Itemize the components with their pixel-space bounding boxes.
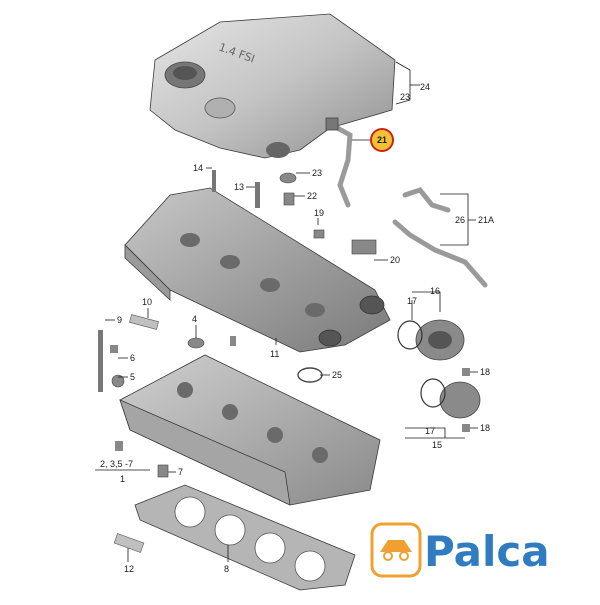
callout-25: 25 bbox=[332, 370, 342, 380]
callout-17-upper: 17 bbox=[407, 296, 417, 306]
callout-5: 5 bbox=[130, 372, 135, 382]
callout-6: 6 bbox=[130, 353, 135, 363]
callout-26: 26 bbox=[455, 215, 465, 225]
breather-pipe bbox=[325, 117, 353, 208]
engine-cover: 1.4 FSI bbox=[149, 13, 396, 159]
callout-10: 10 bbox=[142, 297, 152, 307]
callout-12: 12 bbox=[124, 564, 134, 574]
callout-labels: 24 23 14 23 13 22 19 26 21A 20 16 17 10 … bbox=[100, 82, 494, 574]
callout-21a: 21A bbox=[478, 215, 494, 225]
brackets bbox=[95, 61, 476, 471]
callout-18-upper: 18 bbox=[480, 367, 490, 377]
callout-24: 24 bbox=[420, 82, 430, 92]
callout-4: 4 bbox=[192, 314, 197, 324]
callout-15: 15 bbox=[432, 440, 442, 450]
callout-21: 21 bbox=[377, 135, 387, 145]
callout-19: 19 bbox=[314, 208, 324, 218]
callout-2-3-5-7: 2, 3,5 -7 bbox=[100, 459, 133, 469]
camshaft-housing bbox=[124, 187, 391, 353]
callout-13: 13 bbox=[234, 182, 244, 192]
head-gasket bbox=[134, 484, 356, 591]
palca-logo: Palca bbox=[370, 522, 550, 578]
leader-lines bbox=[105, 139, 478, 562]
callout-14: 14 bbox=[193, 163, 203, 173]
callout-23: 23 bbox=[312, 168, 322, 178]
callout-11: 11 bbox=[270, 349, 279, 359]
vacuum-pump bbox=[397, 319, 481, 419]
callout-16: 16 bbox=[430, 286, 440, 296]
callout-20: 20 bbox=[390, 255, 400, 265]
callout-17-lower: 17 bbox=[425, 426, 435, 436]
callout-8: 8 bbox=[224, 564, 229, 574]
callout-18-lower: 18 bbox=[480, 423, 490, 433]
car-badge-icon bbox=[370, 522, 422, 578]
callout-22: 22 bbox=[307, 191, 317, 201]
highlighted-callout-21: 21 bbox=[370, 128, 394, 152]
callout-9: 9 bbox=[117, 315, 122, 325]
callout-23-cover: 23 bbox=[400, 92, 410, 102]
hose-assembly bbox=[392, 187, 488, 288]
callout-7: 7 bbox=[178, 467, 183, 477]
callout-1: 1 bbox=[120, 474, 125, 484]
cylinder-head bbox=[119, 354, 381, 506]
brand-name: Palca bbox=[424, 527, 550, 576]
